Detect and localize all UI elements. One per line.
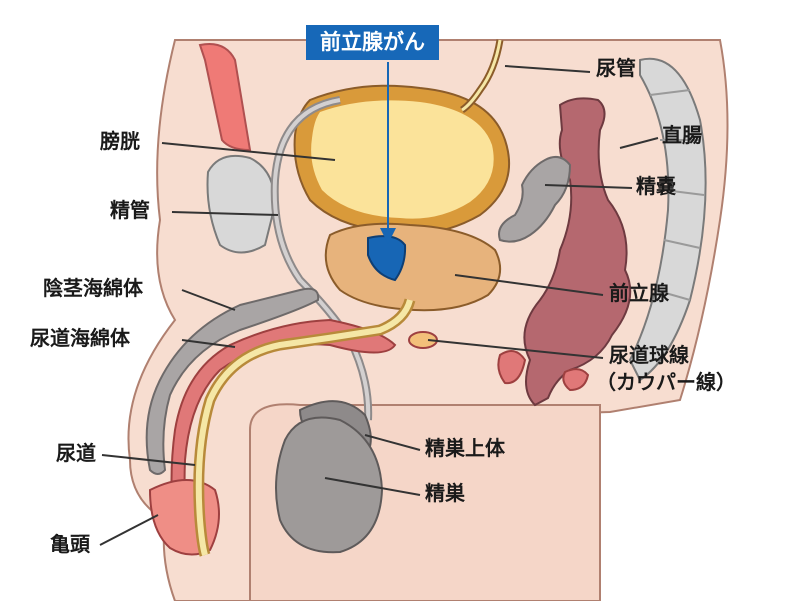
- bladder-label: 膀胱: [100, 131, 140, 151]
- epididymis-label: 精巣上体: [425, 438, 505, 458]
- urethra-label: 尿道: [56, 443, 96, 463]
- prostate-cancer-label: 前立腺がん: [306, 25, 439, 60]
- corpus-spongiosum-label: 尿道海綿体: [30, 328, 130, 348]
- glans-shape: [150, 480, 219, 555]
- corpus-cavernosum-label: 陰茎海綿体: [43, 278, 143, 298]
- glans-label: 亀頭: [50, 534, 90, 554]
- bulbourethral-label-2: （カウパー線）: [596, 372, 736, 392]
- vas-deferens-label: 精管: [110, 200, 150, 220]
- rectum-label: 直腸: [662, 125, 702, 145]
- testis-label: 精巣: [425, 483, 465, 503]
- ureter-label: 尿管: [596, 58, 636, 78]
- leader-glans: [100, 515, 158, 545]
- bladder-inner: [311, 100, 494, 218]
- pubic-bone: [208, 156, 276, 253]
- seminal-vesicle-label: 精嚢: [636, 176, 676, 196]
- bulbourethral-label-1: 尿道球線: [609, 345, 689, 365]
- prostate-label: 前立腺: [609, 283, 669, 303]
- prostate-shape: [326, 224, 500, 310]
